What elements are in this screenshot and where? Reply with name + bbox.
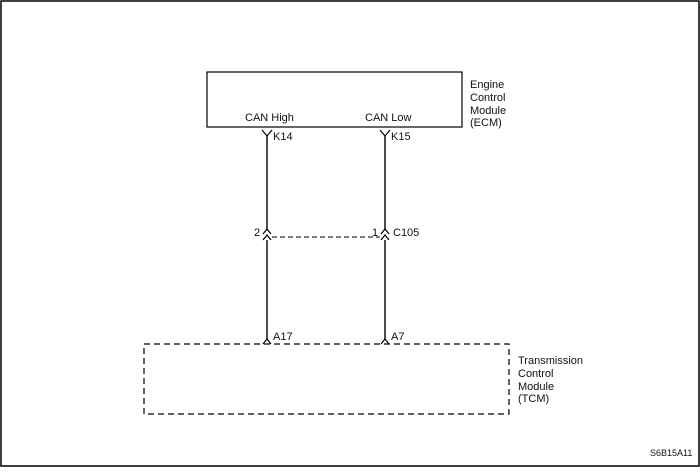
tcm-terminal-a7-mark xyxy=(380,338,390,345)
tcm-label-line-2: Control xyxy=(518,368,553,380)
ecm-label-line-2: Control xyxy=(470,92,505,104)
tcm-label-line-1: Transmission xyxy=(518,355,583,367)
connector-c105-pin-2-upper xyxy=(262,228,272,235)
ecm-pin-k14: K14 xyxy=(273,131,293,143)
connector-pin-1-label: 1 xyxy=(372,227,378,239)
ecm-terminal-k15-mark xyxy=(379,129,391,137)
ecm-terminal-k14-mark xyxy=(261,129,273,137)
ecm-module-box xyxy=(206,71,463,128)
connector-c105-pin-2-lower xyxy=(262,234,272,241)
tcm-module-box xyxy=(143,343,510,415)
ecm-label-line-4: (ECM) xyxy=(470,117,502,129)
tcm-label-line-3: Module xyxy=(518,381,554,393)
tcm-label-line-4: (TCM) xyxy=(518,393,549,405)
tcm-terminal-a17-mark xyxy=(262,338,272,345)
tcm-pin-a7: A7 xyxy=(391,331,404,343)
connector-c105-pin-1-lower xyxy=(380,234,390,241)
ecm-pin-k15: K15 xyxy=(391,131,411,143)
connector-c105-label: C105 xyxy=(393,227,419,239)
ecm-signal-can-high: CAN High xyxy=(245,112,294,124)
tcm-pin-a17: A17 xyxy=(273,331,293,343)
connector-pin-2-label: 2 xyxy=(254,227,260,239)
connector-c105-pin-1-upper xyxy=(380,228,390,235)
ecm-label-line-1: Engine xyxy=(470,79,504,91)
ecm-signal-can-low: CAN Low xyxy=(365,112,412,124)
diagram-code: S6B15A11 xyxy=(650,448,692,458)
ecm-label-line-3: Module xyxy=(470,105,506,117)
